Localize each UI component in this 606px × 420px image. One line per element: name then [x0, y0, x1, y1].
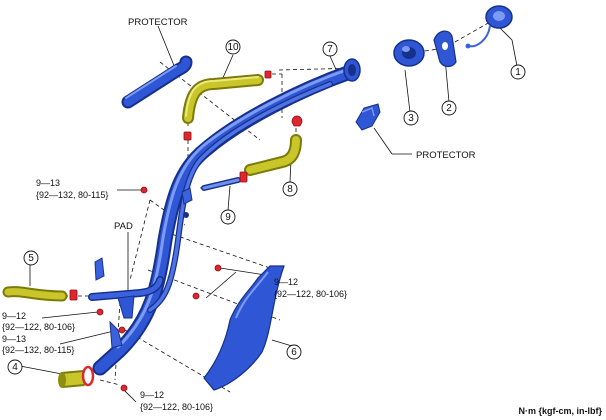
callout-5: 5 [23, 250, 39, 266]
torque-5-main: 9—12 [140, 390, 164, 400]
solid-leader-lines [19, 24, 518, 403]
callout-6: 6 [286, 344, 302, 360]
svg-text:5: 5 [28, 253, 34, 264]
callout-2: 2 [441, 100, 457, 116]
heat-insulator [203, 265, 285, 391]
callout-8: 8 [282, 181, 298, 197]
torque-3-main: 9—12 [2, 311, 26, 321]
torque-1-sub: {92—132, 80-115} [36, 190, 108, 200]
hose-4 [58, 370, 85, 388]
callout-3: 3 [403, 110, 419, 126]
callouts: 1 2 3 4 5 6 7 8 9 10 [7, 39, 526, 375]
filler-pipe [88, 58, 361, 376]
callout-4: 4 [7, 359, 23, 375]
bolt-6 [120, 384, 128, 392]
joint-pipe [201, 177, 241, 191]
svg-text:6: 6 [291, 347, 297, 358]
torque-4-main: 9—13 [2, 334, 26, 344]
svg-text:10: 10 [227, 42, 239, 53]
label-protector-right: PROTECTOR [416, 150, 476, 161]
clamp-hose-5 [69, 289, 78, 301]
torque-4-sub: {92—132, 80-115} [2, 345, 74, 355]
svg-text:7: 7 [327, 44, 333, 55]
svg-text:1: 1 [515, 67, 521, 78]
clamp-hose-8 [239, 171, 248, 183]
callout-9: 9 [220, 209, 236, 225]
callout-10: 10 [225, 39, 241, 55]
svg-text:8: 8 [287, 184, 293, 195]
bolt-4 [96, 308, 104, 316]
hose-5 [2, 286, 68, 302]
torque-2-main: 9—12 [274, 277, 298, 287]
svg-text:2: 2 [446, 103, 452, 114]
bolt-5 [118, 326, 126, 334]
protector-right [355, 103, 381, 131]
filler-seal [393, 39, 425, 67]
svg-text:9: 9 [225, 212, 231, 223]
bolt-1 [140, 186, 148, 194]
clamp-pipe-upper [183, 131, 192, 141]
clamp-breather [291, 115, 303, 127]
label-protector-top: PROTECTOR [128, 17, 188, 28]
torque-1-main: 9—13 [36, 178, 60, 188]
gasket [433, 30, 457, 68]
bolt-2 [214, 264, 222, 272]
clamp-hose-4 [81, 365, 95, 387]
units-note: N·m {kgf-cm, in-lbf} [518, 406, 602, 416]
torque-3-sub: {92—122, 80-106} [2, 322, 75, 332]
svg-text:4: 4 [12, 362, 18, 373]
torque-5-sub: {92—122, 80-106} [140, 402, 213, 412]
hose-10 [182, 74, 264, 124]
callout-1: 1 [510, 64, 526, 80]
callout-7: 7 [322, 41, 338, 57]
fuel-cap [465, 5, 513, 49]
hose-8 [244, 134, 302, 176]
svg-text:3: 3 [408, 113, 414, 124]
clamp-hose-10 [264, 70, 272, 79]
protector-top [121, 55, 193, 109]
clamps [69, 70, 303, 392]
label-pad: PAD [114, 221, 133, 232]
bolt-3 [192, 292, 200, 300]
torque-2-sub: {92—122, 80-106} [274, 289, 347, 299]
